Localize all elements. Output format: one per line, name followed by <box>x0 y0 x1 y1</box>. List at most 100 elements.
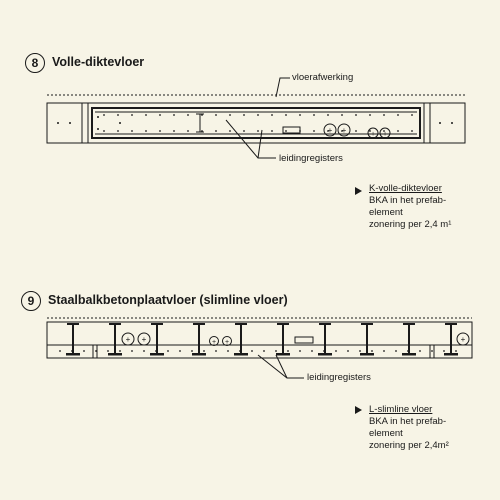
section-title: Staalbalkbetonplaatvloer (slimline vloer… <box>48 293 288 307</box>
rebar-dot <box>159 130 161 132</box>
rebar-dot <box>145 130 147 132</box>
rebar-dot <box>187 130 189 132</box>
note-line: zonering per 2,4 m¹ <box>369 219 452 230</box>
rebar-dot <box>201 130 203 132</box>
rebar-dot <box>117 114 119 116</box>
rebar-dot <box>229 130 231 132</box>
rebar-dot <box>355 130 357 132</box>
rebar-dot <box>285 114 287 116</box>
rebar-dot <box>119 122 121 124</box>
rebar-dot <box>107 350 109 352</box>
rebar-dot <box>187 114 189 116</box>
note-heading: L-slimline vloer <box>369 404 433 415</box>
rebar-dot <box>143 350 145 352</box>
svg-text:+: + <box>461 335 466 344</box>
rebar-dot <box>173 130 175 132</box>
rebar-dot <box>313 130 315 132</box>
steel-beam <box>66 323 80 356</box>
rebar-dot <box>243 114 245 116</box>
rebar-dot <box>257 130 259 132</box>
rebar-dot <box>411 130 413 132</box>
svg-text:+: + <box>328 126 333 135</box>
steel-beam <box>108 323 122 356</box>
rebar-dot <box>347 350 349 352</box>
rebar-dot <box>383 350 385 352</box>
note-arrow-icon <box>355 187 362 195</box>
rebar-dot <box>191 350 193 352</box>
rebar-dot <box>313 114 315 116</box>
rebar-dot <box>271 130 273 132</box>
rebar-dot <box>327 114 329 116</box>
rebar-dot <box>335 350 337 352</box>
note-line: BKA in het prefab- <box>369 195 447 206</box>
section-title: Volle-diktevloer <box>52 55 145 69</box>
rebar-dot <box>131 130 133 132</box>
rebar-dot <box>359 350 361 352</box>
rebar-dot <box>95 350 97 352</box>
note-heading: K-volle-diktevloer <box>369 183 442 194</box>
rebar-dot <box>131 350 133 352</box>
rebar-dot <box>383 114 385 116</box>
rebar-dot <box>103 114 105 116</box>
section-note: K-volle-diktevloer BKA in het prefab- el… <box>369 183 451 231</box>
rebar-dot <box>271 114 273 116</box>
rebar-dot <box>131 114 133 116</box>
note-arrow-icon <box>355 406 362 414</box>
rebar-dot <box>201 114 203 116</box>
section-number-badge: 9 <box>21 291 41 311</box>
rebar-dot <box>257 114 259 116</box>
rebar-dot <box>155 350 157 352</box>
rebar-dot <box>451 122 453 124</box>
rebar-dot <box>369 114 371 116</box>
steel-beam <box>402 323 416 356</box>
note-line: element <box>369 428 403 439</box>
label-ducts: leidingregisters <box>307 372 371 383</box>
rebar-dot <box>251 350 253 352</box>
rebar-dot <box>323 350 325 352</box>
steel-beam <box>192 323 206 356</box>
rebar-dot <box>57 122 59 124</box>
rebar-dot <box>407 350 409 352</box>
svg-text:+: + <box>126 335 131 344</box>
rebar-dot <box>369 130 371 132</box>
rebar-dot <box>159 114 161 116</box>
rebar-dot <box>371 350 373 352</box>
rebar-dot <box>103 130 105 132</box>
steel-beam <box>150 323 164 356</box>
rebar-dot <box>173 114 175 116</box>
rebar-dot <box>419 350 421 352</box>
rebar-dot <box>431 350 433 352</box>
rebar-dot <box>71 350 73 352</box>
rebar-dot <box>327 130 329 132</box>
rebar-dot <box>395 350 397 352</box>
rebar-dot <box>355 114 357 116</box>
rebar-dot <box>227 350 229 352</box>
rebar-dot <box>411 114 413 116</box>
note-line: element <box>369 207 403 218</box>
rebar-dot <box>203 350 205 352</box>
svg-text:+: + <box>142 335 147 344</box>
rebar-dot <box>397 130 399 132</box>
rebar-dot <box>397 114 399 116</box>
rebar-dot <box>83 350 85 352</box>
rebar-dot <box>455 350 457 352</box>
rebar-dot <box>167 350 169 352</box>
rebar-dot <box>215 114 217 116</box>
rebar-dot <box>69 122 71 124</box>
rebar-dot <box>275 350 277 352</box>
svg-text:+: + <box>342 126 347 135</box>
rebar-dot <box>443 350 445 352</box>
rebar-dot <box>439 122 441 124</box>
rebar-dot <box>117 130 119 132</box>
rebar-dot <box>287 350 289 352</box>
rebar-dot <box>215 130 217 132</box>
label-ducts: leidingregisters <box>279 153 343 164</box>
rebar-dot <box>263 350 265 352</box>
rebar-dot <box>243 130 245 132</box>
rebar-dot <box>239 350 241 352</box>
steel-beam <box>318 323 332 356</box>
rebar-dot <box>59 350 61 352</box>
svg-text:+: + <box>371 131 375 138</box>
rebar-dot <box>229 114 231 116</box>
